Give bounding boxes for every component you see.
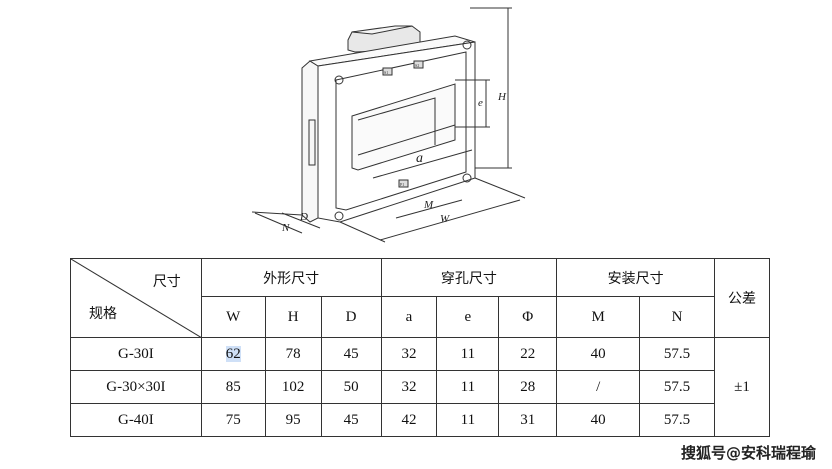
terminal-s2 bbox=[413, 60, 424, 69]
value-cell: 45 bbox=[320, 403, 382, 437]
value-cell: 78 bbox=[264, 337, 322, 371]
value-cell: 11 bbox=[436, 337, 500, 371]
label-s1: S1 bbox=[384, 70, 388, 75]
subheader: Φ bbox=[498, 296, 558, 338]
value-cell: 102 bbox=[264, 370, 322, 404]
side-slot bbox=[308, 119, 316, 166]
subheader: a bbox=[380, 296, 438, 338]
label-m: M bbox=[423, 199, 434, 211]
group-header: 安装尺寸 bbox=[556, 258, 715, 297]
front-inner-border bbox=[335, 51, 467, 211]
dim-d-line bbox=[281, 212, 321, 229]
table-row: G-30×30I 85 102 50 32 11 28 / 57.5 bbox=[70, 370, 770, 404]
corner-header-cell: 尺寸 规格 bbox=[70, 258, 202, 338]
subheader: e bbox=[436, 296, 500, 338]
value-cell: 11 bbox=[436, 403, 500, 437]
terminal-p1 bbox=[398, 179, 409, 188]
value-cell: 57.5 bbox=[639, 370, 715, 404]
value-cell: 40 bbox=[556, 403, 641, 437]
watermark: 搜狐号@安科瑞程瑜 bbox=[680, 444, 816, 462]
subheader: H bbox=[264, 296, 322, 338]
value-cell: 95 bbox=[264, 403, 322, 437]
selected-value: 62 bbox=[225, 345, 241, 362]
value-cell: 11 bbox=[436, 370, 500, 404]
value-cell: 22 bbox=[498, 337, 558, 371]
corner-bottom-label: 规格 bbox=[89, 306, 117, 322]
label-e: e bbox=[478, 97, 483, 109]
value-cell: 32 bbox=[380, 337, 438, 371]
value-cell: 85 bbox=[200, 370, 266, 404]
diagonal-divider bbox=[71, 259, 202, 338]
terminal-s1 bbox=[382, 67, 393, 76]
model-cell: G-30I bbox=[70, 337, 202, 371]
terminal-block-top bbox=[351, 25, 413, 35]
label-h: H bbox=[497, 91, 507, 103]
value-cell: 32 bbox=[380, 370, 438, 404]
screw-icon bbox=[462, 173, 472, 183]
value-cell: 75 bbox=[200, 403, 266, 437]
subheader: N bbox=[639, 296, 715, 338]
tolerance-header: 公差 bbox=[713, 258, 771, 338]
value-cell: 57.5 bbox=[639, 403, 715, 437]
label-p1: P1 bbox=[400, 182, 404, 187]
spec-table: 尺寸 规格 外形尺寸 穿孔尺寸 安装尺寸 公差 W H D a e Φ M N … bbox=[70, 258, 771, 437]
screw-icon bbox=[334, 75, 344, 85]
group-header: 外形尺寸 bbox=[200, 258, 382, 297]
subheader: M bbox=[556, 296, 641, 338]
value-cell: 45 bbox=[320, 337, 382, 371]
value-cell: 42 bbox=[380, 403, 438, 437]
dim-a-line bbox=[372, 149, 473, 179]
label-a: a bbox=[416, 151, 423, 166]
value-cell: 62 bbox=[200, 337, 266, 371]
label-w: W bbox=[440, 213, 450, 225]
value-cell: 28 bbox=[498, 370, 558, 404]
value-cell: 40 bbox=[556, 337, 641, 371]
label-s2: S2 bbox=[415, 63, 419, 68]
subheader: D bbox=[320, 296, 382, 338]
side-panel bbox=[301, 60, 319, 223]
table-row: G-40I 75 95 45 42 11 31 40 57.5 bbox=[70, 403, 770, 437]
label-n: N bbox=[281, 222, 290, 234]
model-cell: G-40I bbox=[70, 403, 202, 437]
screw-icon bbox=[462, 40, 472, 50]
dim-m-line bbox=[395, 199, 463, 219]
subheader: W bbox=[200, 296, 266, 338]
group-header: 穿孔尺寸 bbox=[380, 258, 558, 297]
label-d: D bbox=[299, 211, 308, 223]
table-row: G-30I 62 78 45 32 11 22 40 57.5 ±1 bbox=[70, 337, 771, 437]
corner-top-label: 尺寸 bbox=[152, 274, 181, 290]
tolerance-cell: ±1 bbox=[713, 337, 771, 437]
value-cell: 57.5 bbox=[639, 337, 715, 371]
dim-w-line bbox=[379, 199, 521, 241]
value-cell: 31 bbox=[498, 403, 558, 437]
value-cell: / bbox=[556, 370, 641, 404]
screw-icon bbox=[334, 211, 344, 221]
window-depth bbox=[357, 97, 436, 145]
dim-n-line bbox=[254, 212, 303, 234]
model-cell: G-30×30I bbox=[70, 370, 202, 404]
transformer-diagram: e H a M W D N S1 S2 P1 bbox=[251, 7, 526, 243]
value-cell: 50 bbox=[320, 370, 382, 404]
